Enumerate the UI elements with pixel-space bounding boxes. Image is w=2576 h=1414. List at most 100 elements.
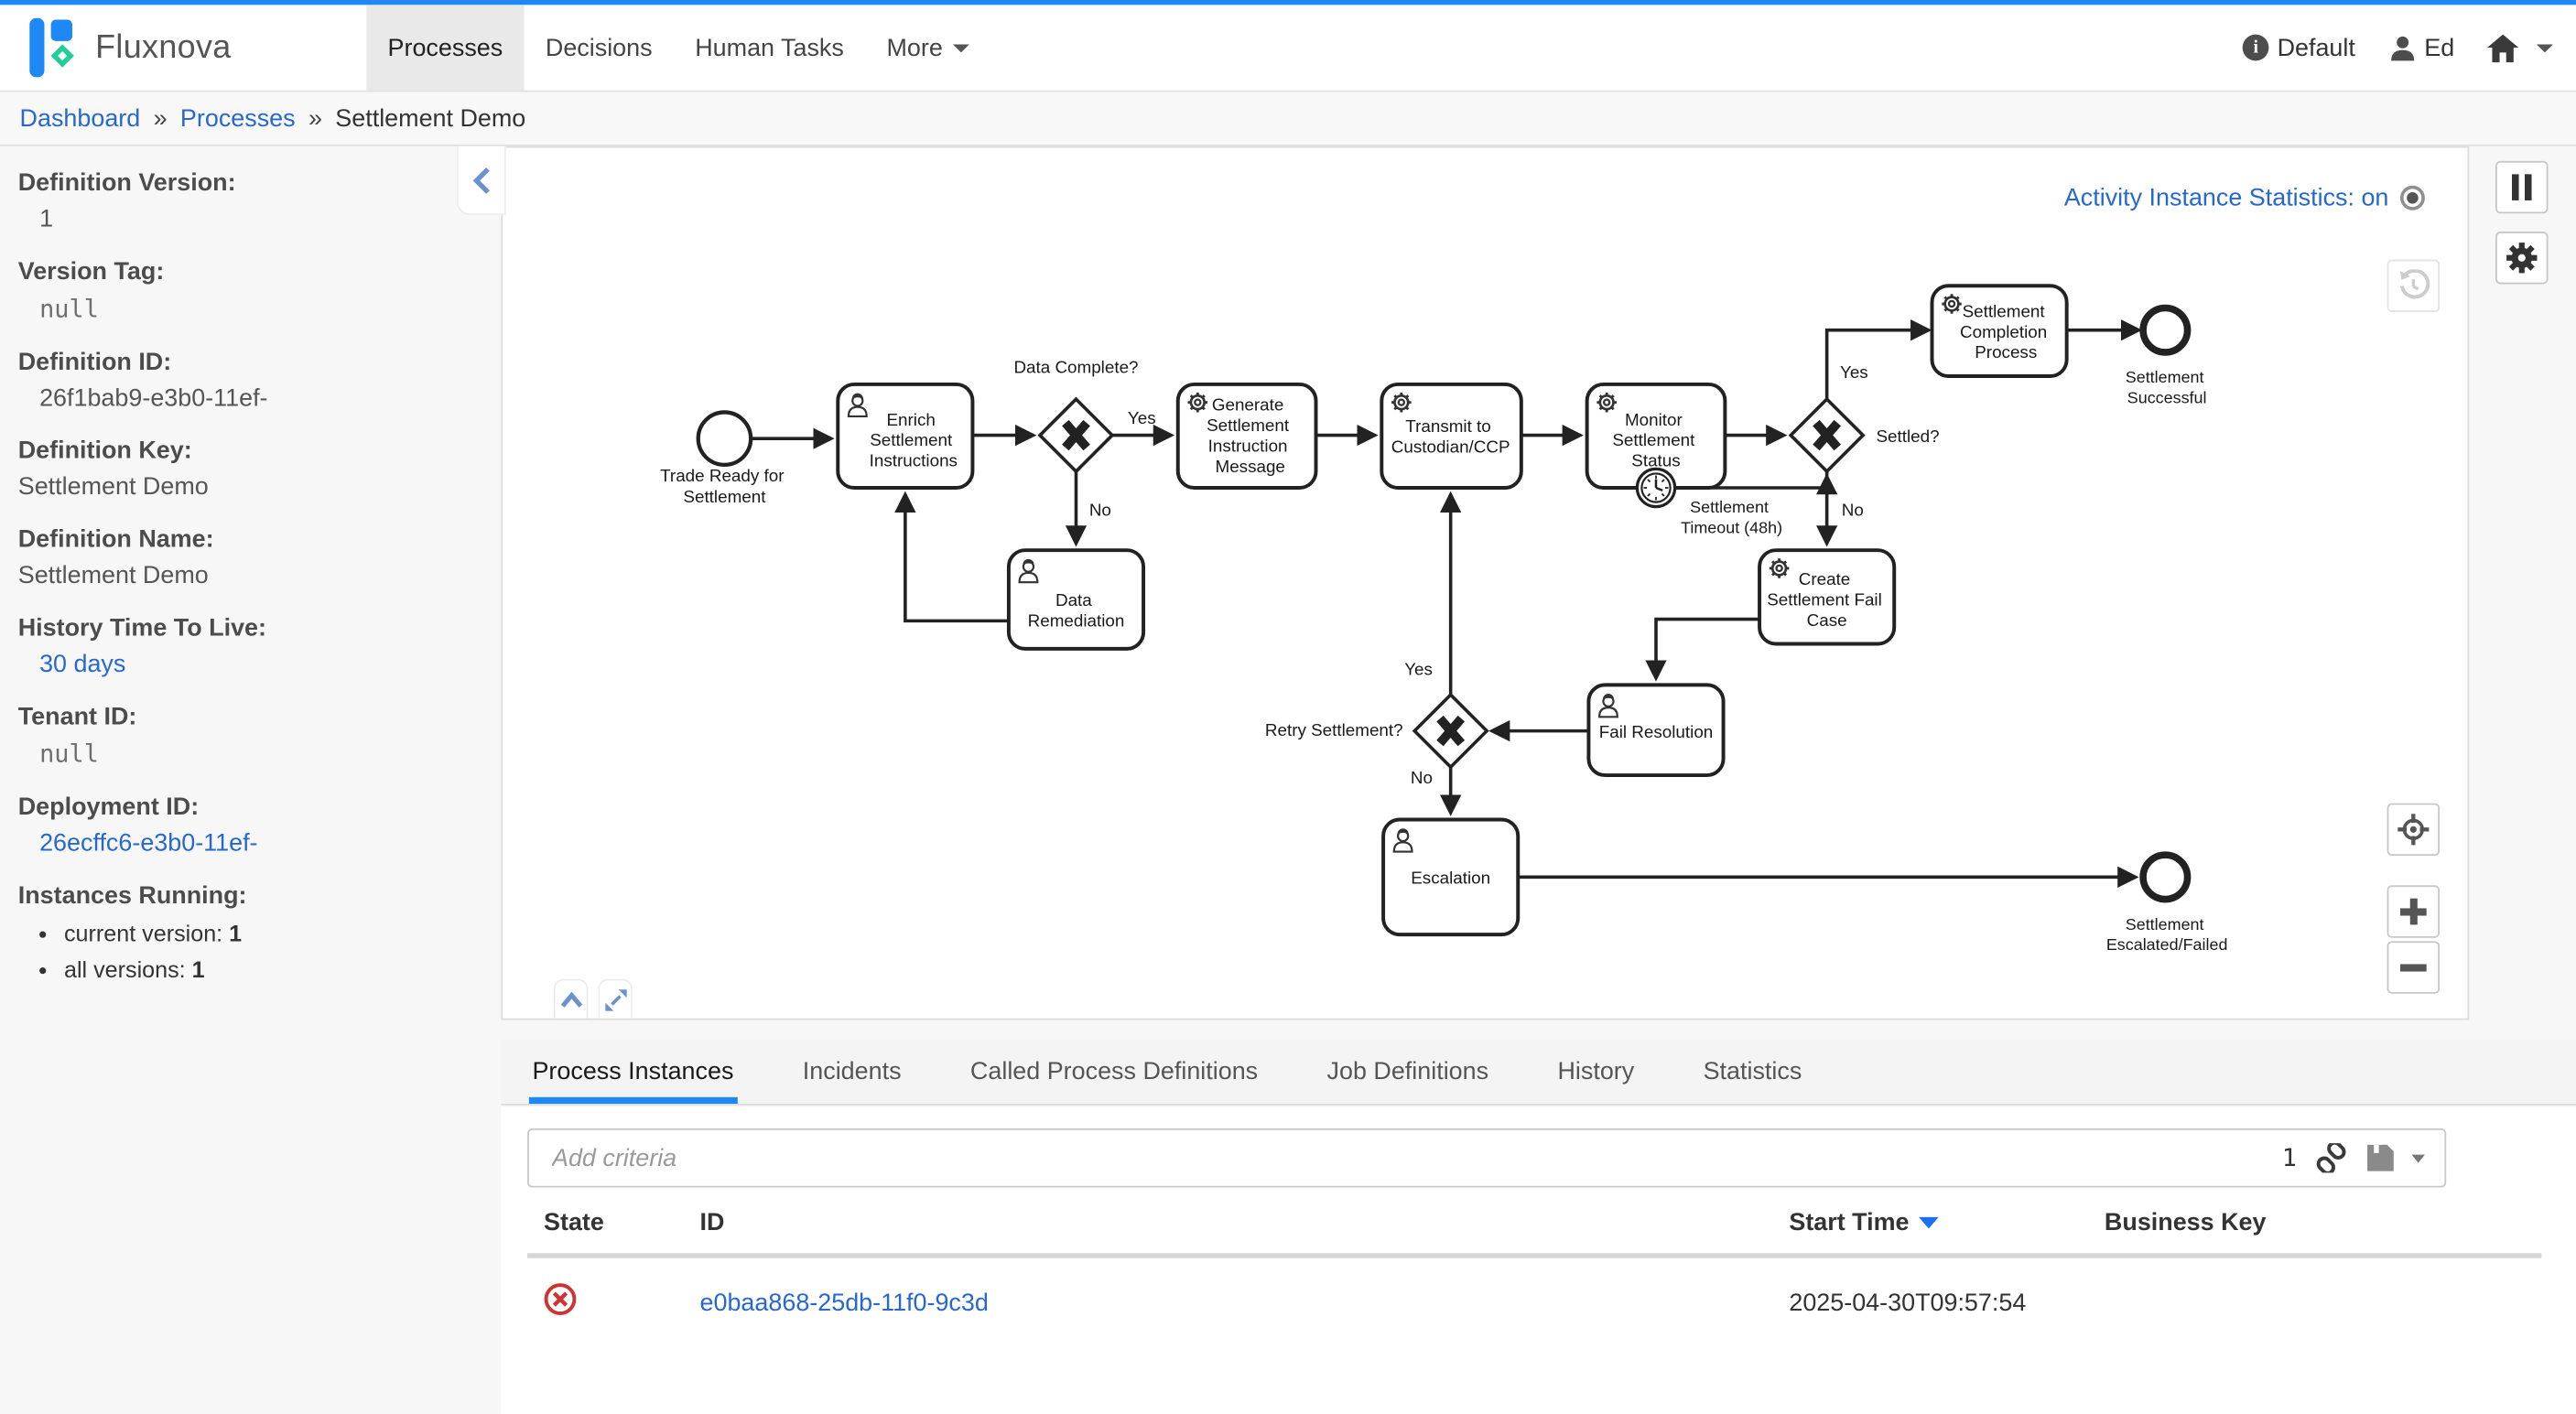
task-settlement-completion-process[interactable]: Settlement Completion Process [1930, 284, 2069, 378]
instance-start-time: 2025-04-30T09:57:54 [1789, 1288, 2027, 1317]
settings-button[interactable] [2495, 232, 2549, 285]
edge-label-yes: Yes [1840, 362, 1868, 382]
history-ttl-label: History Time To Live: [17, 614, 267, 642]
bpmn-diagram-panel[interactable]: Activity Instance Statistics: on [456, 146, 2470, 1020]
gateway-settled[interactable] [1788, 396, 1866, 474]
deployment-id-value[interactable]: 26ecffc6-e3b0-11ef- [39, 829, 258, 858]
task-enrich-settlement-instructions[interactable]: Enrich Settlement Instructions [836, 382, 975, 490]
task-generate-settlement-instruction-message[interactable]: Generate Settlement Instruction Message [1175, 382, 1318, 490]
reset-zoom-button[interactable] [2387, 259, 2441, 312]
sequence-flows [751, 319, 2143, 889]
collapse-bottom-panel-button[interactable] [553, 978, 589, 1019]
definition-id-value: 26f1bab9-e3b0-11ef- [39, 383, 268, 413]
start-event-label: Trade Ready for Settlement [660, 466, 789, 506]
tab-statistics[interactable]: Statistics [1703, 1057, 1802, 1086]
definition-id-label: Definition ID: [17, 348, 172, 376]
start-event[interactable] [696, 410, 753, 468]
nav-tab-human-tasks[interactable]: Human Tasks [695, 33, 844, 62]
svg-text:Generate Settlement: Generate Settlement Instruction Message [1207, 395, 1293, 476]
gateway-data-complete-label: Data Complete? [1013, 357, 1138, 376]
incident-state-icon [544, 1283, 577, 1315]
app-header: Fluxnova Processes Decisions Human Tasks… [0, 5, 2576, 92]
task-escalation[interactable]: Escalation [1381, 817, 1521, 937]
edge-label-no: No [1842, 501, 1864, 520]
instances-running-label: Instances Running: [17, 881, 247, 911]
svg-text:Settlement Completio: Settlement Completion Process [1960, 301, 2051, 362]
add-criteria-input[interactable] [548, 1142, 2263, 1174]
boundary-timer-event[interactable] [1635, 467, 1677, 509]
user-icon [2390, 35, 2414, 60]
nav-tab-processes[interactable]: Processes [366, 5, 525, 91]
breadcrumb-processes[interactable]: Processes [179, 103, 296, 133]
zoom-in-button[interactable] [2387, 885, 2441, 938]
expand-diagonal-icon [604, 988, 626, 1010]
expand-diagram-button[interactable] [598, 978, 633, 1019]
tab-history[interactable]: History [1557, 1057, 1635, 1086]
task-create-settlement-fail-case[interactable]: Create Settlement Fail Case [1758, 548, 1897, 646]
home-icon [2487, 33, 2519, 62]
edge-label-yes: Yes [1404, 660, 1433, 679]
sidebar-collapse-button[interactable] [456, 146, 506, 216]
tab-called-process-definitions[interactable]: Called Process Definitions [969, 1057, 1259, 1086]
chevron-down-icon [2536, 43, 2553, 52]
activity-instance-statistics-toggle[interactable]: Activity Instance Statistics: on [2064, 184, 2425, 212]
breadcrumb-dashboard[interactable]: Dashboard [19, 103, 141, 133]
chevron-left-icon [472, 167, 490, 193]
end-event-settlement-successful[interactable] [2139, 304, 2192, 356]
tab-incidents[interactable]: Incidents [802, 1057, 902, 1086]
definition-version-label: Definition Version: [17, 168, 236, 198]
col-id[interactable]: ID [699, 1208, 725, 1237]
task-fail-resolution[interactable]: Fail Resolution [1586, 683, 1726, 778]
gateway-data-complete[interactable] [1037, 396, 1115, 474]
version-tag-label: Version Tag: [17, 257, 165, 286]
task-monitor-settlement-status[interactable]: Monitor Settlement Status [1585, 382, 1727, 490]
definition-sidebar: Definition Version: 1 Version Tag: null … [0, 146, 500, 1414]
breadcrumb: Dashboard » Processes » Settlement Demo [0, 92, 2576, 146]
sort-desc-icon [1919, 1216, 1939, 1229]
chevron-down-icon [2411, 1153, 2425, 1162]
col-business-key[interactable]: Business Key [2104, 1208, 2267, 1237]
minus-icon [2399, 964, 2427, 972]
home-menu[interactable] [2487, 33, 2553, 62]
tab-job-definitions[interactable]: Job Definitions [1326, 1057, 1489, 1086]
task-data-remediation[interactable]: Data Remediation [1006, 548, 1146, 651]
nav-tab-decisions[interactable]: Decisions [545, 33, 653, 62]
top-accent-bar [0, 0, 2576, 5]
user-menu[interactable]: Ed [2388, 34, 2454, 61]
brand[interactable]: Fluxnova [0, 5, 366, 90]
col-start-time[interactable]: Start Time [1789, 1209, 2105, 1236]
col-state[interactable]: State [544, 1208, 604, 1237]
definition-name-label: Definition Name: [17, 525, 214, 554]
svg-text:Enrich Settlement: Enrich Settlement Instructions [870, 410, 958, 470]
definition-key-label: Definition Key: [17, 437, 192, 465]
nav-tab-more[interactable]: More [865, 5, 990, 90]
pause-icon [2512, 174, 2532, 200]
end-event-settlement-escalated-failed[interactable] [2139, 851, 2192, 903]
task-transmit-to-custodian-ccp[interactable]: Transmit to Custodian/CCP [1380, 382, 1523, 490]
gateway-retry-settlement[interactable] [1412, 692, 1489, 770]
svg-text:Data Remediation: Data Remediation [1028, 590, 1125, 630]
end-event-failed-label: Settlement Escalated/Failed [2106, 915, 2228, 954]
process-instances-section: 1 State ID Start Ti [501, 1106, 2576, 1414]
radio-on-icon [2399, 185, 2425, 210]
bpmn-diagram[interactable]: Trade Ready for Settlement Enrich Settle… [503, 148, 2467, 1019]
brand-name: Fluxnova [95, 28, 232, 65]
suspend-process-button[interactable] [2495, 160, 2549, 214]
gateway-settled-label: Settled? [1876, 426, 1939, 446]
instance-id-link[interactable]: e0baa868-25db-11f0-9c3d [699, 1288, 989, 1317]
center-diagram-button[interactable] [2387, 803, 2441, 857]
svg-text:Create Settlement Fa: Create Settlement Fail Case [1767, 569, 1887, 630]
history-ttl-value[interactable]: 30 days [39, 650, 126, 679]
instances-running-list: current version: 1 all versions: 1 [18, 920, 486, 982]
fluxnova-logo-icon [29, 17, 79, 78]
tab-process-instances[interactable]: Process Instances [528, 1040, 737, 1104]
definition-key-value: Settlement Demo [17, 472, 209, 502]
engine-selector[interactable]: i Default [2242, 34, 2355, 61]
process-instances-table: State ID Start Time Business Key e0baa86… [527, 1188, 2542, 1347]
save-filter-button[interactable] [2365, 1143, 2425, 1172]
filter-criteria-bar: 1 [527, 1128, 2447, 1188]
timer-label: Settlement Timeout (48h) [1681, 498, 1782, 536]
plus-icon [2399, 898, 2427, 925]
copy-link-icon[interactable] [2316, 1143, 2346, 1173]
zoom-out-button[interactable] [2387, 941, 2441, 994]
